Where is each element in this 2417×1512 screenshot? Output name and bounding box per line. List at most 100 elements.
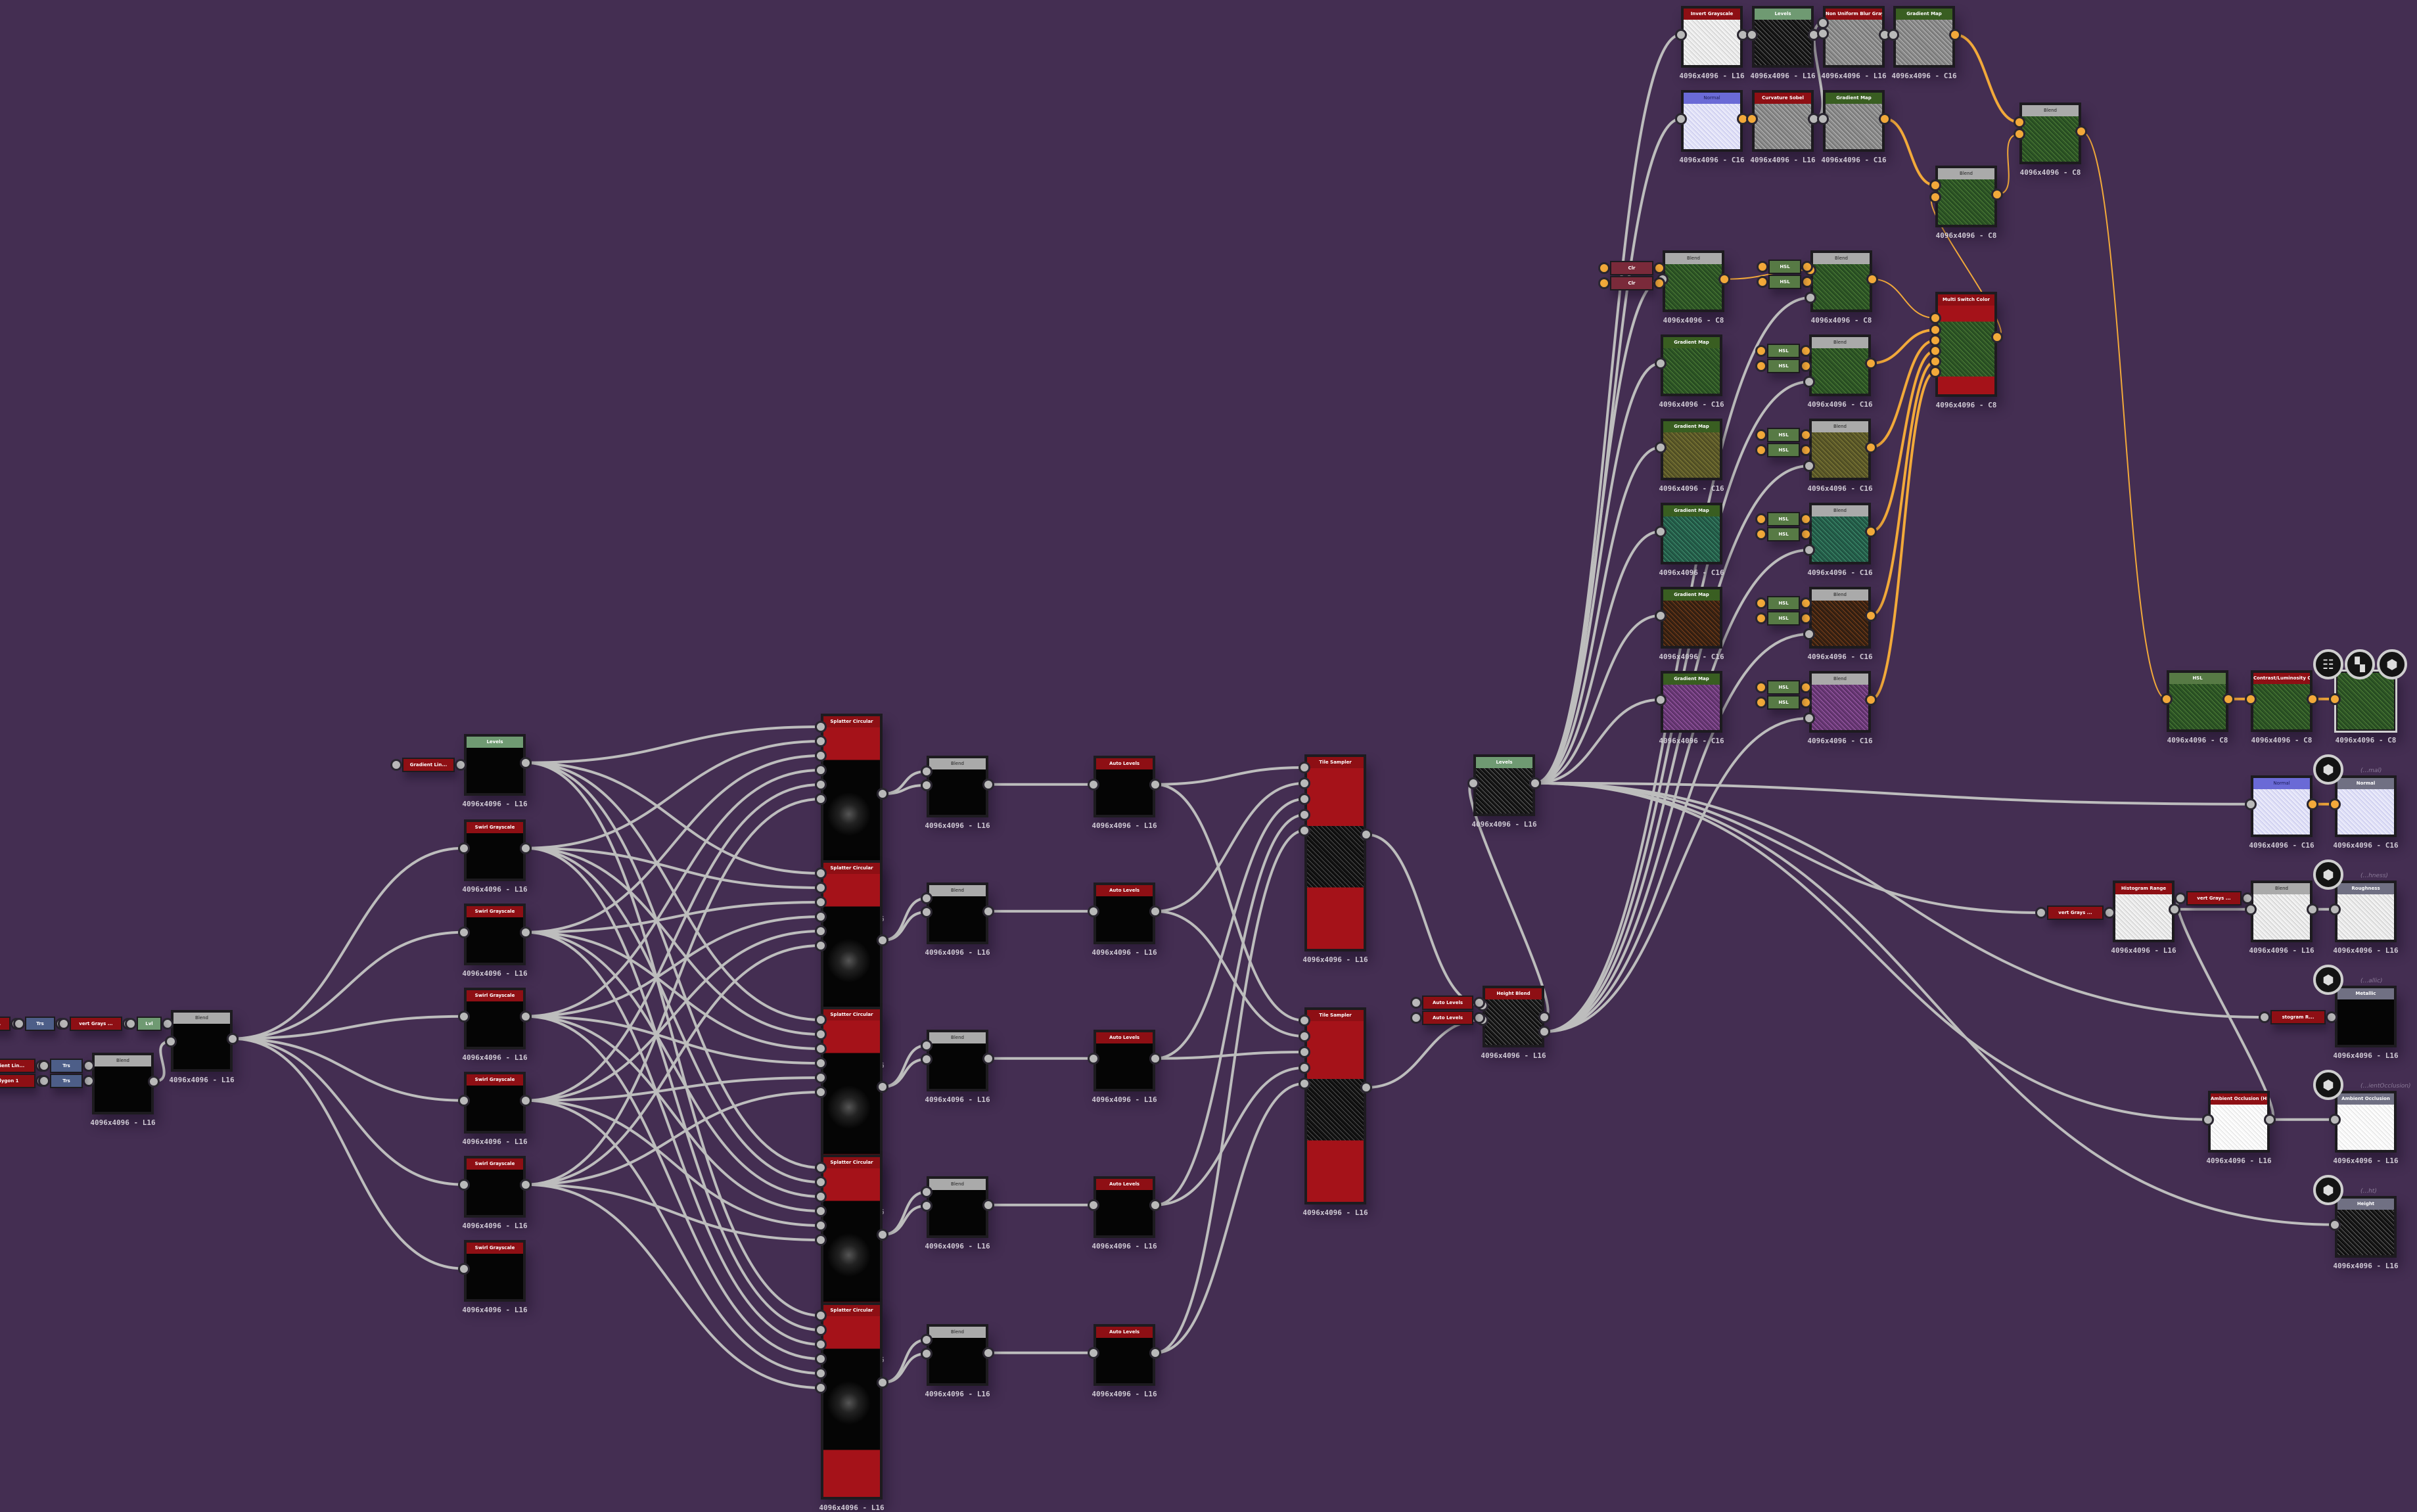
grayscale-port[interactable] <box>38 1075 50 1087</box>
grayscale-port[interactable] <box>1655 609 1667 622</box>
grayscale-port[interactable] <box>815 1057 827 1069</box>
grayscale-port[interactable] <box>2329 1218 2341 1231</box>
inline-node-c-clr2[interactable]: Clr <box>1610 276 1653 290</box>
grayscale-port[interactable] <box>1803 628 1815 640</box>
color-port[interactable] <box>1865 441 1877 453</box>
grayscale-port[interactable] <box>982 778 994 790</box>
color-port[interactable] <box>1755 444 1767 456</box>
color-port[interactable] <box>1755 612 1767 624</box>
inline-node-c-hsl0b[interactable]: HSL <box>1768 275 1801 289</box>
inline-node-c-al2[interactable]: Auto Levels <box>1422 1011 1473 1025</box>
grayscale-port[interactable] <box>921 766 932 777</box>
grayscale-port[interactable] <box>1360 1082 1372 1093</box>
grayscale-port[interactable] <box>1803 712 1815 724</box>
inline-node-c-gl2[interactable]: Gradient Lin... <box>0 1059 35 1073</box>
grayscale-port[interactable] <box>1088 905 1099 917</box>
grayscale-port[interactable] <box>921 1200 932 1212</box>
grayscale-port[interactable] <box>815 1353 827 1365</box>
grayscale-port[interactable] <box>520 1010 532 1022</box>
inline-node-c-hsl2b[interactable]: HSL <box>1767 443 1800 457</box>
grayscale-port[interactable] <box>455 759 467 771</box>
grayscale-port[interactable] <box>1655 525 1667 538</box>
node-contrast[interactable]: Contrast/Luminosity C...4096x4096 - C8 <box>2251 670 2313 745</box>
color-port[interactable] <box>1991 188 2003 200</box>
grayscale-port[interactable] <box>815 1086 827 1098</box>
inline-node-c-trs2[interactable]: Trs <box>50 1059 83 1073</box>
grayscale-port[interactable] <box>1473 1012 1485 1024</box>
color-port[interactable] <box>2222 693 2234 705</box>
grayscale-port[interactable] <box>815 925 827 937</box>
grayscale-port[interactable] <box>815 1234 827 1246</box>
inline-node-c-al1[interactable]: Auto Levels <box>1422 996 1473 1010</box>
color-port[interactable] <box>1800 429 1812 441</box>
grayscale-port[interactable] <box>877 1081 888 1093</box>
grayscale-port[interactable] <box>815 750 827 762</box>
grayscale-port[interactable] <box>2104 907 2115 919</box>
grayscale-port[interactable] <box>13 1018 25 1030</box>
cube-icon[interactable]: ⬢ <box>2313 859 2343 890</box>
color-port[interactable] <box>1865 525 1877 538</box>
grayscale-port[interactable] <box>1149 905 1161 917</box>
grayscale-port[interactable] <box>921 1040 932 1051</box>
grayscale-port[interactable] <box>2329 1113 2341 1126</box>
grayscale-port[interactable] <box>390 759 402 771</box>
inline-node-c-inv1[interactable]: vert Grays ... <box>70 1017 122 1031</box>
color-port[interactable] <box>1865 609 1877 622</box>
color-port[interactable] <box>1718 273 1730 285</box>
color-port[interactable] <box>2075 125 2087 137</box>
color-port[interactable] <box>1757 261 1768 273</box>
grayscale-port[interactable] <box>1675 112 1687 125</box>
inline-node-c-poly[interactable]: Polygon 1 <box>0 1074 35 1088</box>
grayscale-port[interactable] <box>458 1010 470 1022</box>
grayscale-port[interactable] <box>815 867 827 879</box>
grayscale-port[interactable] <box>1299 762 1310 773</box>
color-port[interactable] <box>1598 277 1610 289</box>
inline-node-c-trs1[interactable]: Trs <box>25 1017 55 1031</box>
inline-node-c-trs3[interactable]: Trs <box>50 1074 83 1088</box>
grayscale-port[interactable] <box>1746 28 1758 41</box>
grayscale-port[interactable] <box>1299 1030 1310 1042</box>
grayscale-port[interactable] <box>2259 1011 2270 1023</box>
color-port[interactable] <box>2307 798 2318 810</box>
color-port[interactable] <box>2014 116 2025 128</box>
color-port[interactable] <box>1801 261 1813 273</box>
color-port[interactable] <box>1598 262 1610 274</box>
grayscale-port[interactable] <box>921 906 932 918</box>
color-port[interactable] <box>1800 360 1812 372</box>
color-port[interactable] <box>2329 798 2341 810</box>
color-port[interactable] <box>1801 276 1813 288</box>
grayscale-port[interactable] <box>38 1060 50 1072</box>
grayscale-port[interactable] <box>921 1334 932 1346</box>
color-port[interactable] <box>1929 179 1941 191</box>
grayscale-port[interactable] <box>815 1162 827 1174</box>
node-nublur[interactable]: Non Uniform Blur Gray...4096x4096 - L16 <box>1821 6 1887 80</box>
color-port[interactable] <box>1755 528 1767 540</box>
grayscale-port[interactable] <box>2175 892 2186 904</box>
color-port[interactable] <box>1746 112 1758 125</box>
grayscale-port[interactable] <box>520 842 532 854</box>
inline-node-c-hsl1b[interactable]: HSL <box>1767 359 1800 373</box>
grayscale-port[interactable] <box>1817 17 1829 29</box>
grayscale-port[interactable] <box>921 1053 932 1065</box>
grayscale-port[interactable] <box>1655 441 1667 453</box>
grayscale-port[interactable] <box>227 1032 239 1045</box>
cube-icon[interactable]: ⬢ <box>2313 1070 2343 1100</box>
